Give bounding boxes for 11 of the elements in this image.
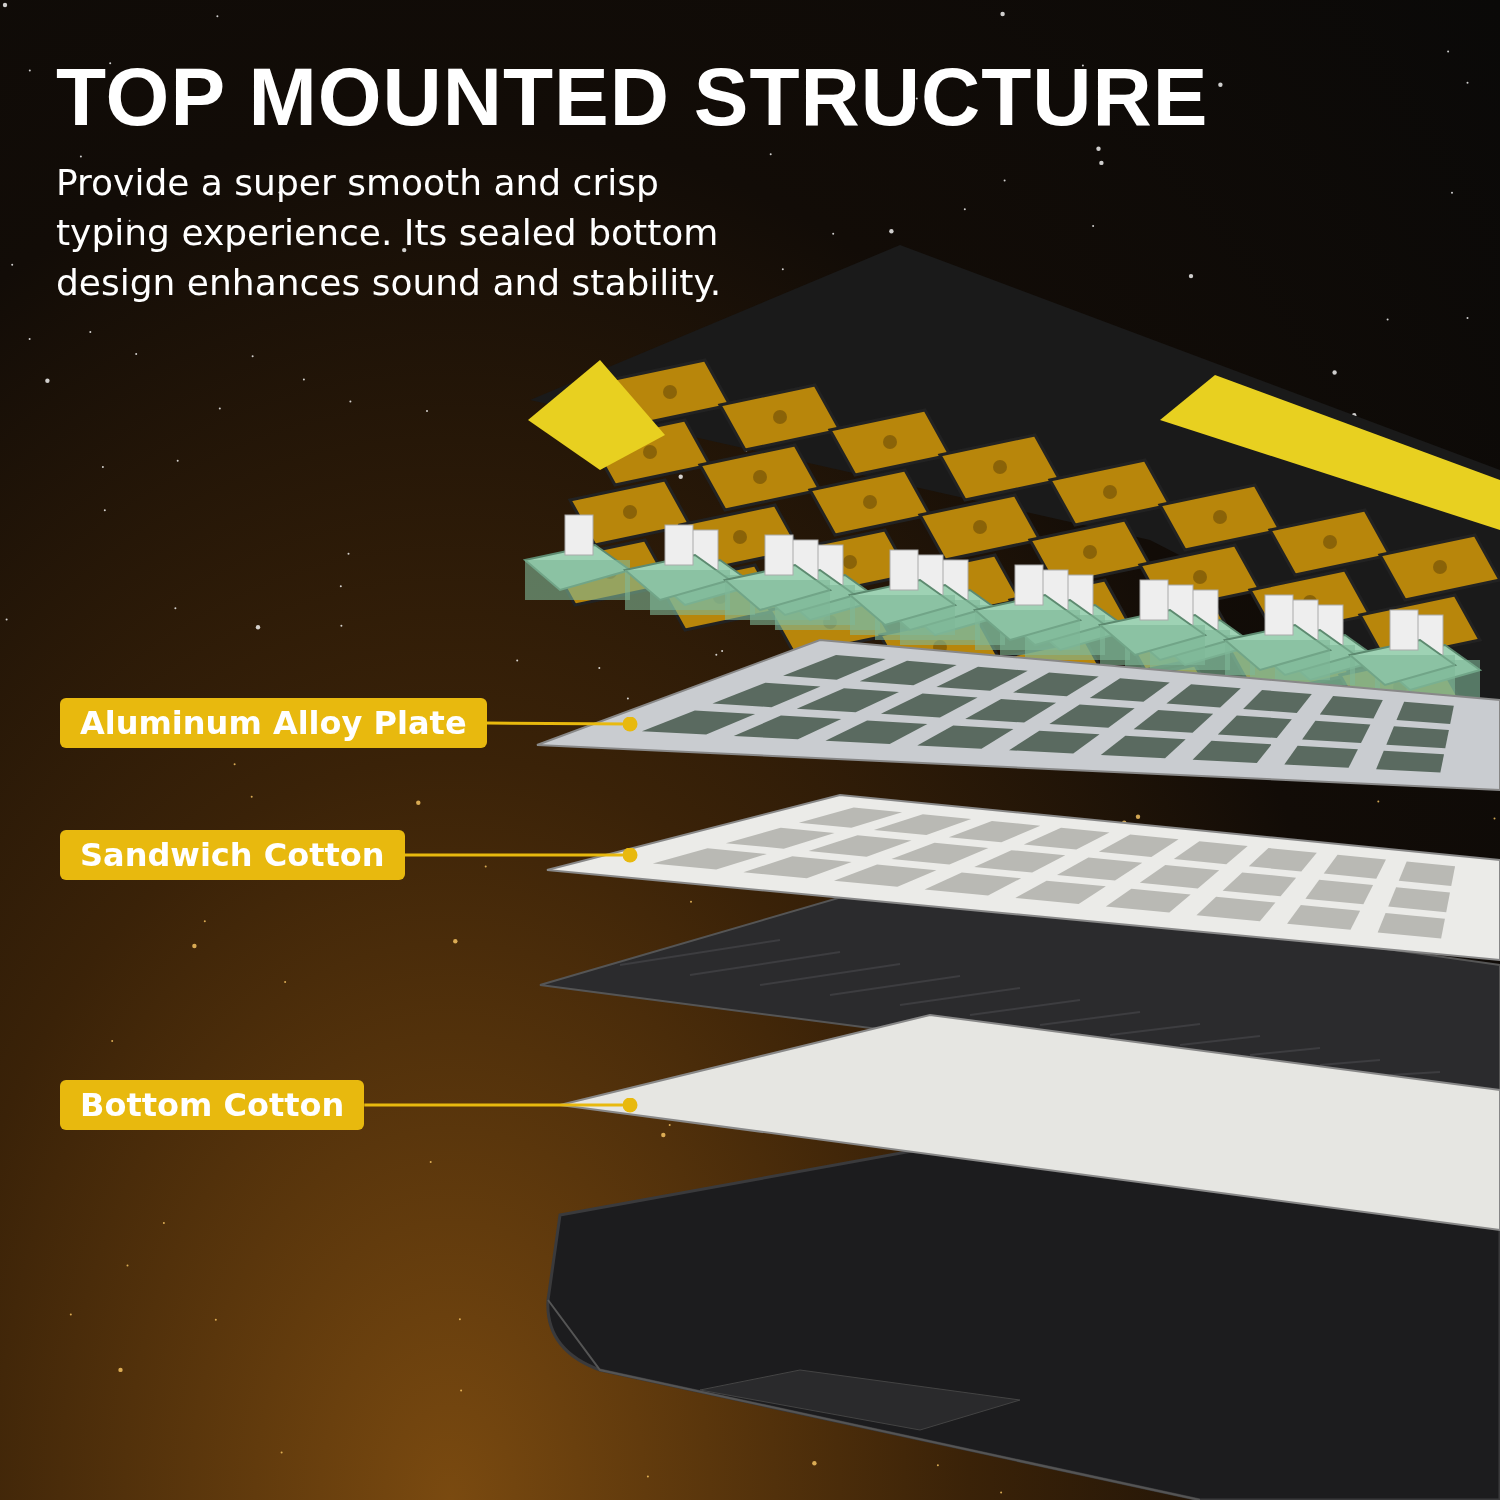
callout-label: Bottom Cotton — [60, 1080, 365, 1130]
bottom-foam-drawing — [559, 1014, 1500, 1232]
callout-label: Aluminum Alloy Plate — [60, 698, 487, 748]
leader-line — [404, 847, 638, 863]
foam-layer-drawing — [546, 794, 1500, 962]
description-text: Provide a super smooth and crisp typing experience. Its sealed bottom design enhances sound and stability. — [56, 161, 723, 305]
leader-line — [486, 716, 638, 732]
aluminum-plate-drawing — [536, 639, 1500, 792]
leader-line — [364, 1097, 638, 1113]
title: TOP MOUNTED STRUCTURE — [56, 50, 1209, 144]
callout-label: Sandwich Cotton — [60, 830, 405, 880]
